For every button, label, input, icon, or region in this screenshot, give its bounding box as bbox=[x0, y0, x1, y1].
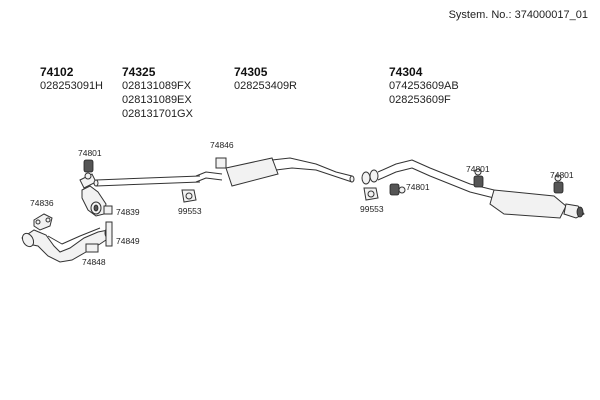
part-code: 028253409R bbox=[234, 80, 298, 92]
part-code: 028253091H bbox=[40, 80, 104, 92]
callout-99553: 99553 bbox=[178, 206, 202, 216]
catalytic-converter bbox=[79, 173, 107, 217]
rear-silencer bbox=[489, 189, 585, 219]
callout-74846: 74846 bbox=[210, 140, 234, 150]
system-number: System. No.: 374000017_01 bbox=[448, 9, 588, 21]
part-number: 74102 bbox=[40, 65, 74, 79]
callout-74836: 74836 bbox=[30, 198, 54, 208]
clamp bbox=[85, 243, 99, 253]
part-group-74305: 74305 028253409R bbox=[234, 65, 297, 93]
part-code: 028131089FX bbox=[122, 80, 192, 92]
part-group-74304: 74304 074253609AB 028253609F bbox=[389, 65, 459, 107]
gasket bbox=[33, 213, 53, 231]
callout-74801: 74801 bbox=[466, 164, 490, 174]
gasket-ring bbox=[363, 187, 379, 201]
part-code: 028131089EX bbox=[122, 94, 192, 106]
rubber-hanger bbox=[83, 159, 94, 180]
callout-74849: 74849 bbox=[116, 236, 140, 246]
rubber-hanger bbox=[473, 168, 484, 188]
part-code: 074253609AB bbox=[389, 80, 459, 92]
intermediate-pipe bbox=[93, 171, 223, 187]
callout-74801: 74801 bbox=[406, 182, 430, 192]
rubber-hanger bbox=[389, 183, 406, 196]
rubber-hanger bbox=[553, 174, 564, 194]
gasket-ring bbox=[181, 189, 197, 203]
rear-pipe bbox=[377, 159, 495, 199]
callout-99553: 99553 bbox=[360, 204, 384, 214]
callout-74801: 74801 bbox=[78, 148, 102, 158]
coupling bbox=[361, 169, 379, 185]
clamp bbox=[215, 157, 227, 169]
part-code: 028253609F bbox=[389, 94, 451, 106]
part-group-74102: 74102 028253091H bbox=[40, 65, 103, 93]
part-number: 74304 bbox=[389, 65, 423, 79]
centre-silencer bbox=[225, 157, 355, 187]
bracket bbox=[103, 205, 113, 215]
part-group-74325: 74325 028131089FX 028131089EX 028131701G… bbox=[122, 65, 193, 121]
hanger bbox=[105, 221, 113, 247]
callout-74801: 74801 bbox=[550, 170, 574, 180]
callout-74839: 74839 bbox=[116, 207, 140, 217]
part-number: 74325 bbox=[122, 65, 156, 79]
part-number: 74305 bbox=[234, 65, 268, 79]
callout-74848: 74848 bbox=[82, 257, 106, 267]
part-code: 028131701GX bbox=[122, 108, 193, 120]
